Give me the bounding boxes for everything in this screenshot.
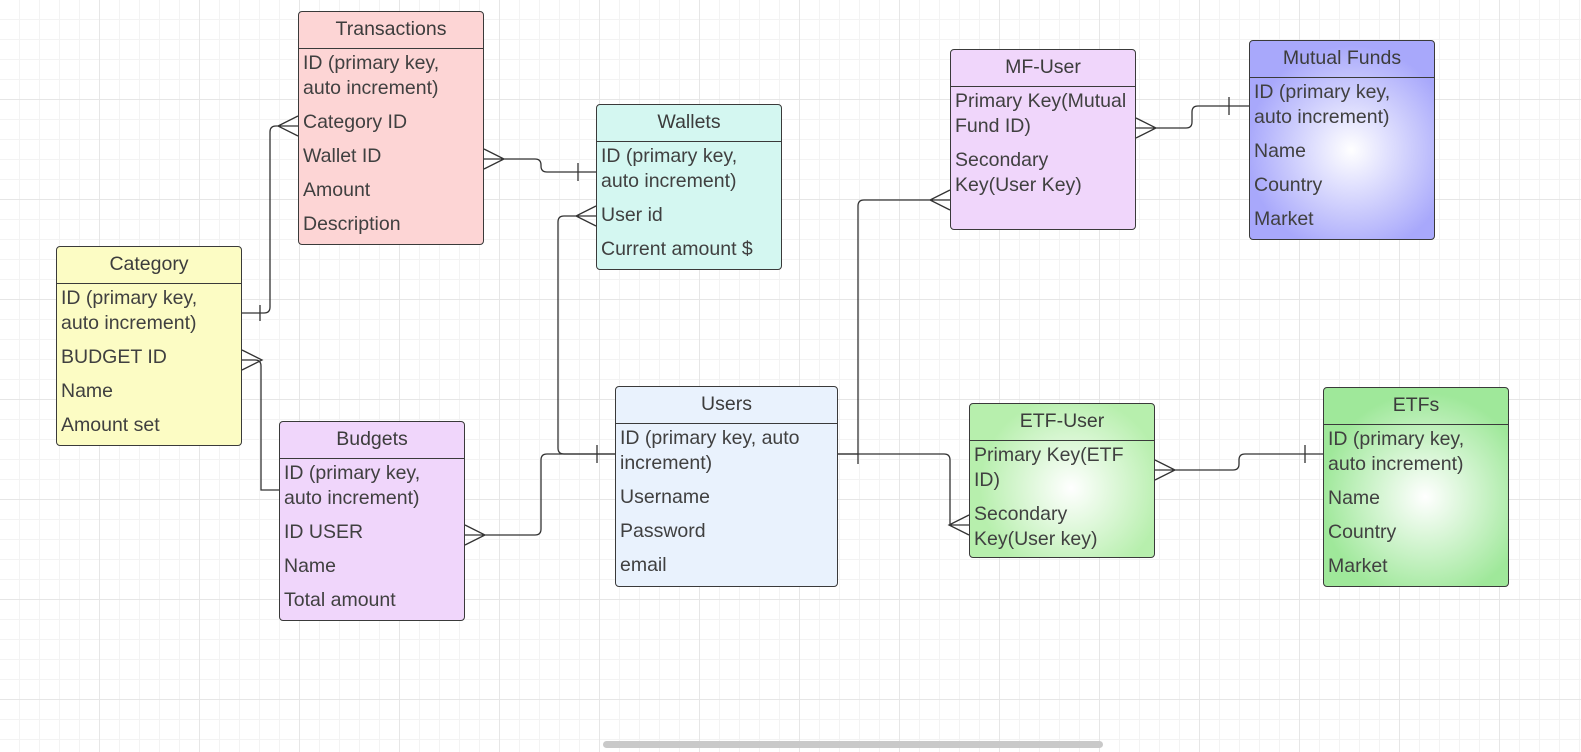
mutual-funds-field: Market	[1254, 208, 1314, 230]
wallets-fields: ID (primary key, auto increment) User id C…	[597, 144, 781, 262]
transactions-field: ID (primary key, auto increment)	[303, 52, 440, 99]
budgets-field: ID (primary key, auto increment)	[284, 462, 421, 509]
etf-user-field: Primary Key(ETF ID)	[974, 444, 1124, 491]
etf-user-fields: Primary Key(ETF ID) Secondary Key(User ke…	[970, 443, 1154, 552]
entity-users[interactable]: Users ID (primary key, auto increment) Us…	[615, 386, 838, 587]
etfs-title: ETFs	[1324, 388, 1508, 425]
connector-transactions-wallets[interactable]	[483, 148, 596, 181]
connector-etf-user-etfs[interactable]	[1154, 445, 1323, 481]
category-title: Category	[57, 247, 241, 284]
mutual-funds-field: Name	[1254, 140, 1307, 162]
users-field: email	[620, 554, 667, 576]
mutual-funds-field: ID (primary key, auto increment)	[1254, 81, 1391, 128]
mf-user-fields: Primary Key(Mutual Fund ID) Secondary Key…	[951, 89, 1135, 198]
horizontal-scrollbar[interactable]	[603, 741, 1103, 748]
users-fields: ID (primary key, auto increment) Username…	[616, 426, 837, 578]
etfs-field: Name	[1328, 487, 1381, 509]
mf-user-field: Primary Key(Mutual Fund ID)	[955, 90, 1127, 137]
budgets-field: ID USER	[284, 521, 364, 543]
entity-wallets[interactable]: Wallets ID (primary key, auto increment)…	[596, 104, 782, 270]
entity-etfs[interactable]: ETFs ID (primary key, auto increment) Nam…	[1323, 387, 1509, 587]
budgets-fields: ID (primary key, auto increment) ID USER N…	[280, 461, 464, 613]
transactions-field: Description	[303, 213, 401, 235]
mutual-funds-field: Country	[1254, 174, 1323, 196]
budgets-field: Name	[284, 555, 337, 577]
entity-mf-user[interactable]: MF-User Primary Key(Mutual Fund ID) Secon…	[950, 49, 1136, 230]
transactions-fields: ID (primary key, auto increment) Category…	[299, 51, 483, 237]
entity-mutual-funds[interactable]: Mutual Funds ID (primary key, auto incre…	[1249, 40, 1435, 240]
etf-user-field: Secondary Key(User key)	[974, 503, 1098, 550]
wallets-title: Wallets	[597, 105, 781, 142]
category-field: Amount set	[61, 414, 160, 436]
entity-category[interactable]: Category ID (primary key, auto increment…	[56, 246, 242, 446]
mf-user-title: MF-User	[951, 50, 1135, 87]
users-field: ID (primary key, auto increment)	[620, 427, 800, 474]
wallets-field: Current amount $	[601, 238, 753, 260]
connector-budgets-users[interactable]	[464, 453, 615, 546]
transactions-field: Wallet ID	[303, 145, 382, 167]
connector-category-transactions[interactable]	[242, 115, 299, 321]
etfs-field: Country	[1328, 521, 1397, 543]
users-field: Password	[620, 520, 706, 542]
transactions-title: Transactions	[299, 12, 483, 49]
wallets-field: ID (primary key, auto increment)	[601, 145, 738, 192]
connector-users-mf-user[interactable]	[838, 189, 951, 464]
transactions-field: Category ID	[303, 111, 408, 133]
connector-mf-user-mutual-funds[interactable]	[1135, 97, 1249, 139]
budgets-title: Budgets	[280, 422, 464, 459]
entity-transactions[interactable]: Transactions ID (primary key, auto incre…	[298, 11, 484, 245]
etfs-field: Market	[1328, 555, 1388, 577]
category-fields: ID (primary key, auto increment) BUDGET I…	[57, 286, 241, 438]
category-field: ID (primary key, auto increment)	[61, 287, 198, 334]
etfs-field: ID (primary key, auto increment)	[1328, 428, 1465, 475]
mf-user-field: Secondary Key(User Key)	[955, 149, 1082, 196]
connector-users-etf-user[interactable]	[838, 453, 970, 536]
category-field: BUDGET ID	[61, 346, 167, 368]
budgets-field: Total amount	[284, 589, 396, 611]
category-field: Name	[61, 380, 114, 402]
transactions-field: Amount	[303, 179, 371, 201]
etf-user-title: ETF-User	[970, 404, 1154, 441]
connector-category-budgets[interactable]	[241, 349, 279, 491]
entity-budgets[interactable]: Budgets ID (primary key, auto increment)…	[279, 421, 465, 621]
wallets-field: User id	[601, 204, 663, 226]
users-title: Users	[616, 387, 837, 424]
users-field: Username	[620, 486, 710, 508]
entity-etf-user[interactable]: ETF-User Primary Key(ETF ID) Secondary Ke…	[969, 403, 1155, 558]
mutual-funds-title: Mutual Funds	[1250, 41, 1434, 78]
